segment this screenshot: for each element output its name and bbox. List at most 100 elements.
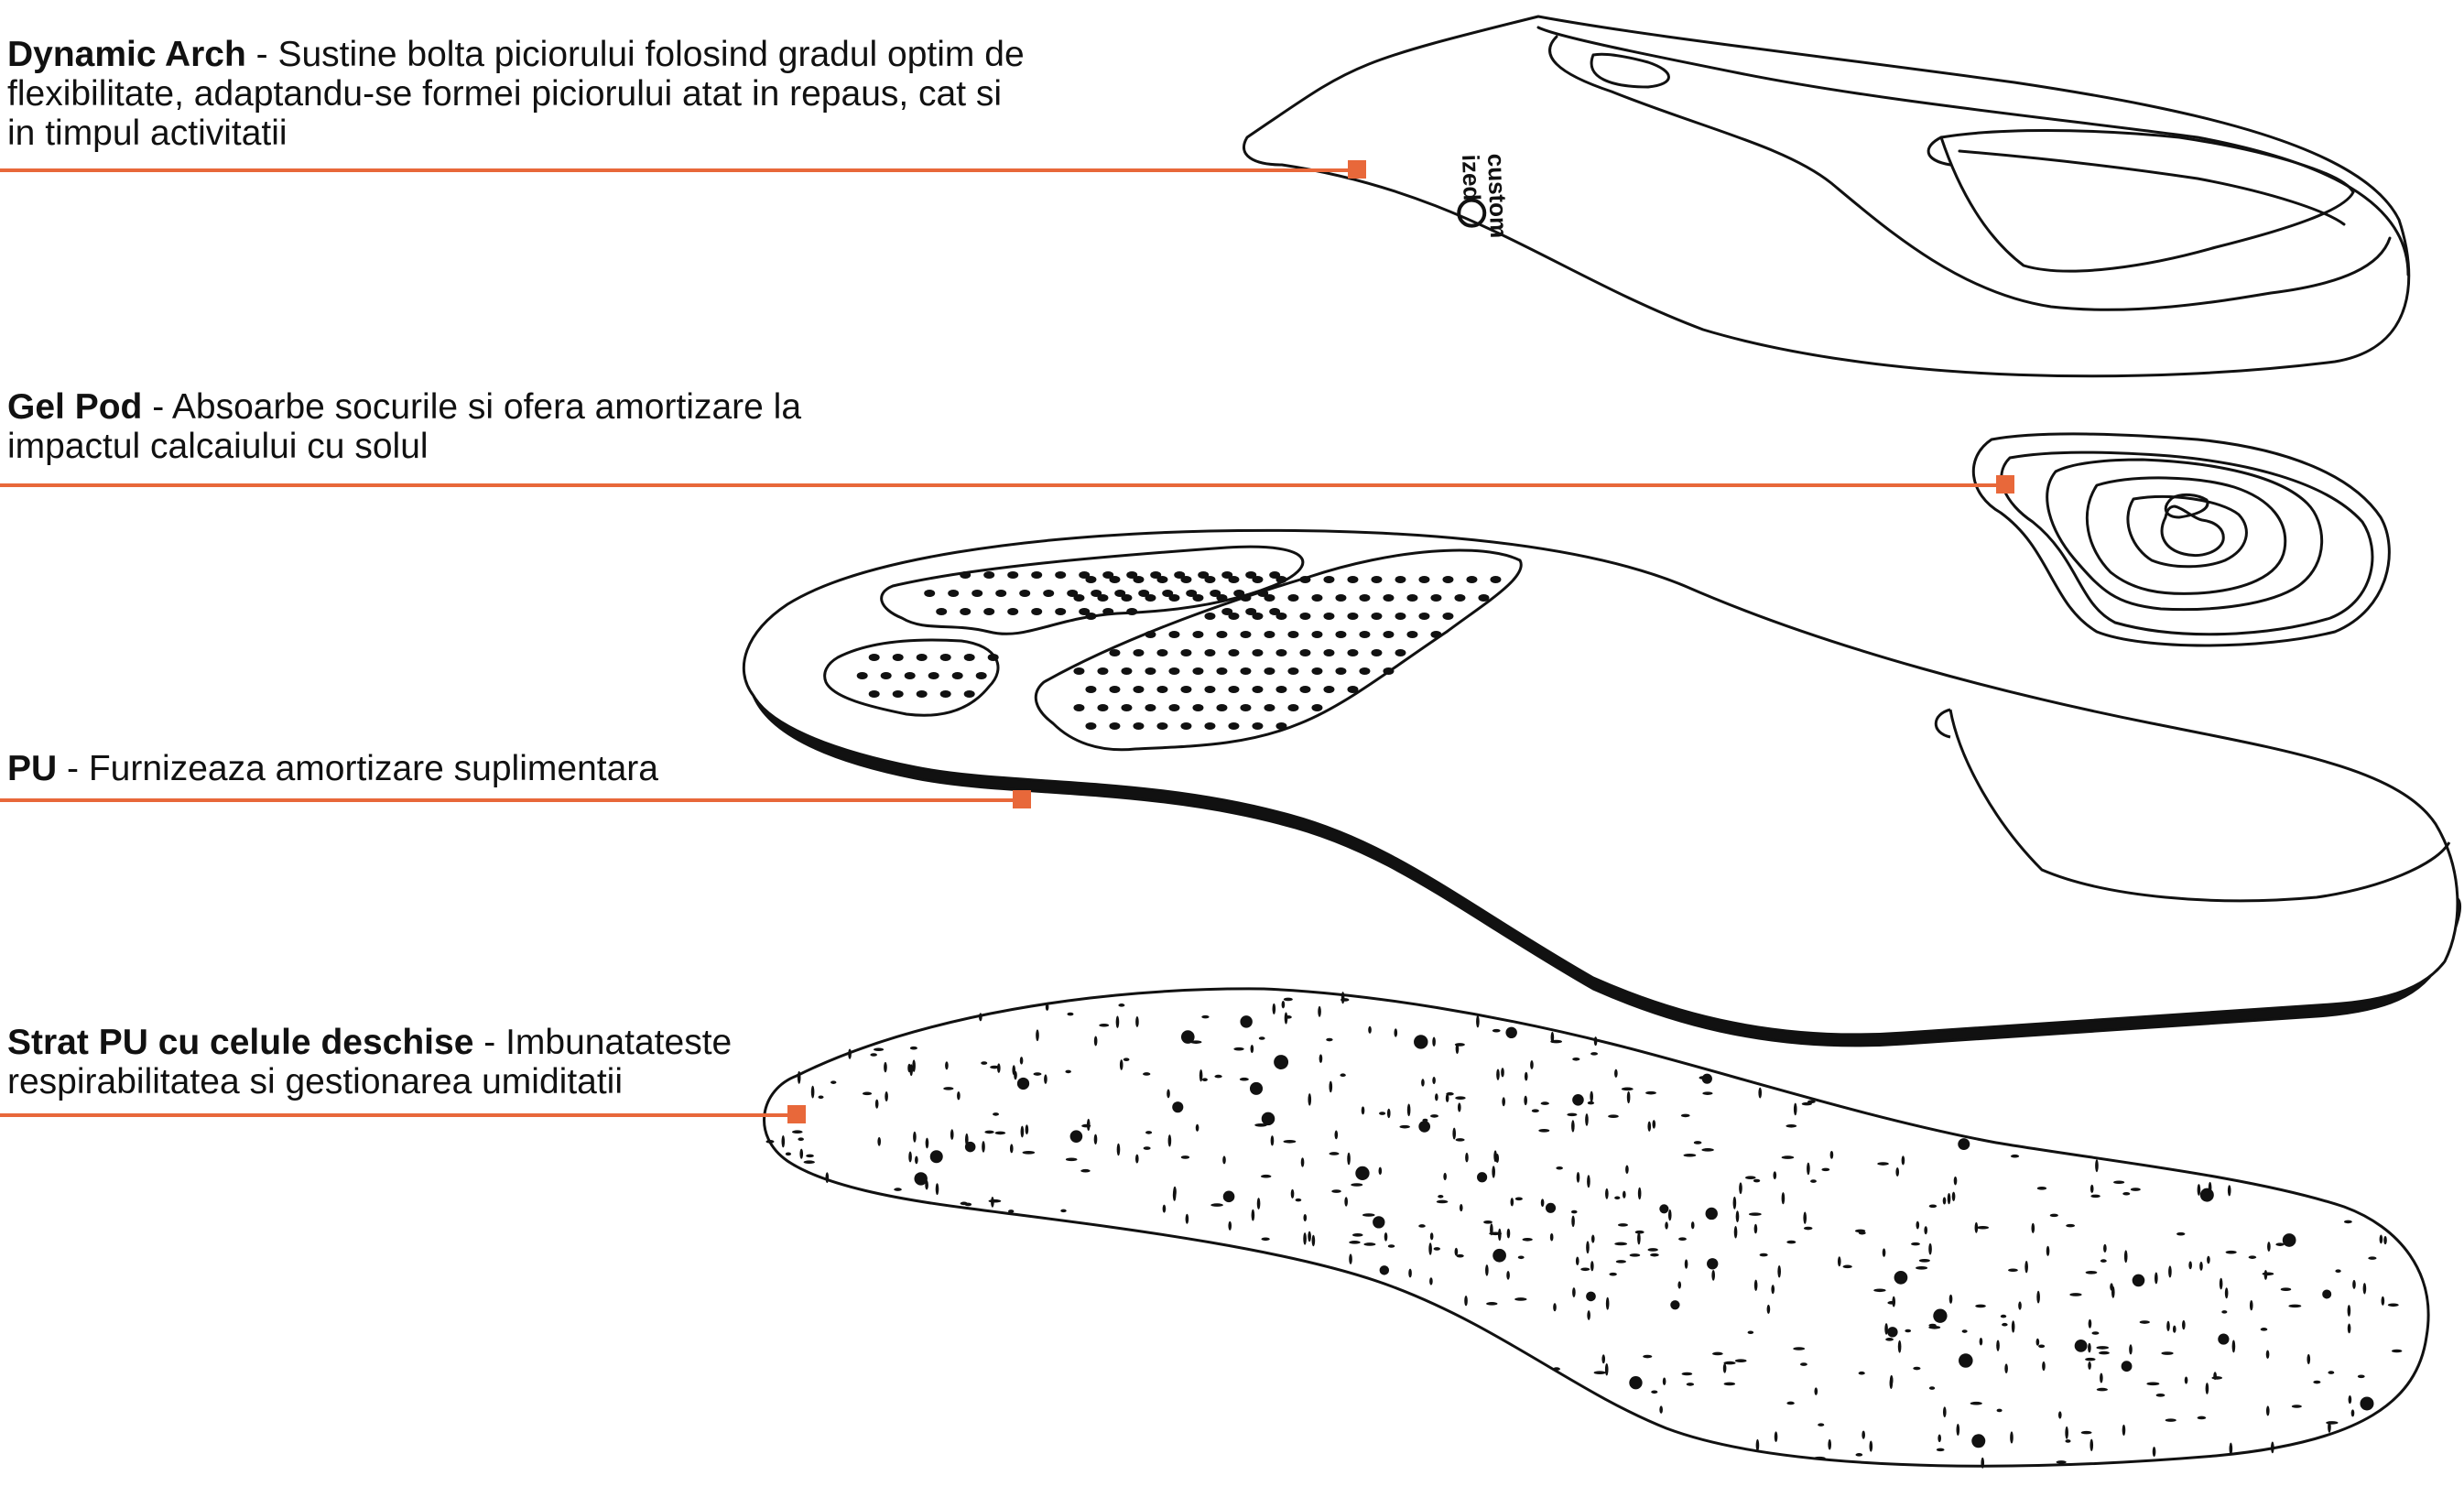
speckle xyxy=(1465,1152,1469,1163)
speckle xyxy=(1455,1138,1465,1142)
speckle xyxy=(1897,1340,1902,1353)
speckle xyxy=(1496,1069,1500,1080)
speckle xyxy=(1690,1221,1695,1230)
speckle xyxy=(1214,1074,1222,1079)
speckle xyxy=(1774,1431,1778,1443)
speckle xyxy=(1759,1253,1768,1257)
speckle xyxy=(2379,1234,2383,1244)
speckle xyxy=(2123,1250,2128,1264)
speckle xyxy=(873,1047,885,1052)
speckle xyxy=(914,1172,928,1186)
speckle xyxy=(1334,1130,1339,1140)
speckle xyxy=(1060,1209,1067,1213)
speckle xyxy=(2000,1314,2007,1318)
label-separator: - xyxy=(142,387,172,427)
speckle xyxy=(1355,1166,1370,1181)
speckle xyxy=(1228,1220,1232,1231)
perforation-dot xyxy=(1168,704,1180,711)
speckle xyxy=(1621,1087,1634,1091)
perforation-dot xyxy=(1192,631,1204,638)
speckle xyxy=(988,1199,1002,1203)
speckle xyxy=(1659,1405,1663,1414)
perforation-dot xyxy=(1359,594,1371,602)
speckle xyxy=(1418,1121,1431,1133)
perforation-dot xyxy=(1359,667,1371,675)
speckle xyxy=(2056,1460,2067,1464)
speckle xyxy=(1680,1113,1690,1118)
speckle xyxy=(1701,1148,1714,1152)
speckle xyxy=(1686,1383,1695,1386)
speckle xyxy=(1435,1093,1438,1101)
perforation-dot xyxy=(1264,704,1275,711)
speckle xyxy=(1116,1143,1121,1156)
leader-marker-pu xyxy=(1013,790,1031,808)
speckle xyxy=(2275,1242,2285,1246)
speckle xyxy=(1744,1176,1756,1180)
speckle xyxy=(908,1151,912,1163)
speckle xyxy=(2096,1387,2108,1392)
speckle xyxy=(1506,1228,1511,1239)
speckle xyxy=(1540,1199,1545,1208)
perforation-dot xyxy=(983,608,995,615)
speckle xyxy=(1331,1189,1341,1193)
label-description: Sustine bolta piciorului folosind gradul… xyxy=(7,35,1025,153)
logo-text-ized: ized xyxy=(1457,154,1486,201)
perforation-dot xyxy=(1192,667,1204,675)
speckle xyxy=(1349,1253,1352,1264)
perforation-dot xyxy=(1097,594,1109,602)
perforation-dot xyxy=(904,672,916,679)
speckle xyxy=(1781,1155,1795,1159)
speckle xyxy=(1016,1077,1030,1090)
speckle xyxy=(935,1183,939,1196)
speckle xyxy=(870,1053,877,1057)
speckle xyxy=(994,1131,1006,1135)
speckle xyxy=(2211,1376,2223,1380)
speckle xyxy=(1605,1188,1609,1199)
speckle xyxy=(765,1140,775,1144)
speckle xyxy=(2018,1301,2022,1310)
speckle xyxy=(1162,1204,1167,1213)
speckle xyxy=(1781,1192,1786,1205)
speckle xyxy=(1545,1202,1557,1213)
speckle xyxy=(1432,1036,1436,1047)
speckle xyxy=(1928,1386,1936,1390)
perforation-dot xyxy=(1180,686,1192,693)
speckle xyxy=(2139,1320,2150,1324)
speckle xyxy=(1489,1231,1503,1236)
speckle xyxy=(1572,1057,1580,1061)
speckle xyxy=(1873,1288,1886,1293)
perforation-dot xyxy=(1192,704,1204,711)
speckle xyxy=(1996,1340,2000,1351)
perforation-dot xyxy=(868,654,880,661)
speckle xyxy=(2069,1293,2082,1296)
speckle xyxy=(1629,1376,1643,1390)
perforation-dot xyxy=(995,590,1007,597)
speckle xyxy=(1008,1210,1015,1213)
speckle xyxy=(1531,1109,1539,1113)
speckle xyxy=(1884,1323,1888,1335)
perforation-dot xyxy=(1275,649,1287,656)
speckle xyxy=(1773,1171,1777,1180)
speckle xyxy=(2036,1290,2040,1304)
perforation-dot xyxy=(1156,722,1168,730)
speckle xyxy=(1493,1150,1497,1163)
perforation-dot xyxy=(1186,590,1198,597)
speckle xyxy=(1195,1123,1199,1132)
speckle xyxy=(1340,1073,1346,1078)
speckle xyxy=(1634,1230,1644,1234)
perforation-dot xyxy=(1097,667,1109,675)
leader-marker-gel-pod xyxy=(1996,475,2014,494)
speckle xyxy=(2168,1265,2172,1278)
speckle xyxy=(1274,1055,1289,1070)
customized-logo: custom ized xyxy=(1457,153,1513,238)
speckle xyxy=(1951,1191,1956,1201)
speckle xyxy=(909,1046,917,1050)
speckle xyxy=(1576,1171,1580,1183)
speckle xyxy=(1093,1134,1098,1145)
perforation-dot xyxy=(1264,631,1275,638)
speckle xyxy=(825,1172,830,1184)
speckle xyxy=(2010,1154,2020,1158)
label-title: Gel Pod xyxy=(7,387,143,427)
speckle xyxy=(1702,1091,1713,1095)
perforation-dot xyxy=(1347,649,1359,656)
